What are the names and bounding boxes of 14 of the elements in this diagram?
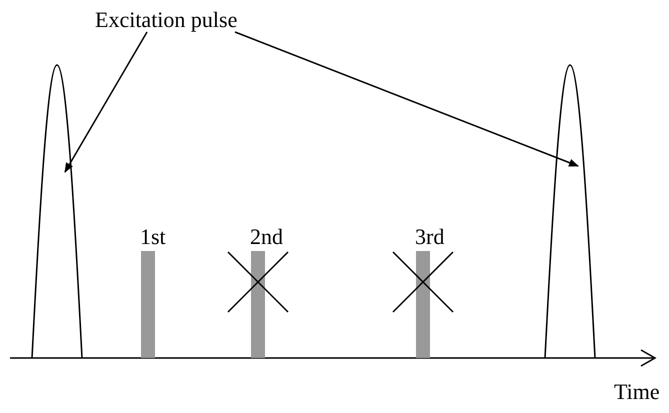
arrow bbox=[234, 31, 579, 167]
arrow bbox=[64, 32, 148, 173]
cross-mark bbox=[228, 252, 288, 312]
pulse-curve bbox=[30, 62, 84, 359]
pulse-curve bbox=[543, 62, 597, 359]
signal-bar bbox=[141, 251, 155, 358]
callout-text: Excitation pulse bbox=[95, 8, 238, 32]
bar-label: 1st bbox=[140, 225, 166, 249]
signal-bar bbox=[251, 251, 265, 358]
bar-label: 2nd bbox=[250, 225, 283, 249]
cross-mark bbox=[393, 252, 453, 312]
axis-label: Time bbox=[614, 380, 660, 404]
bar-label: 3rd bbox=[415, 225, 444, 249]
signal-bar bbox=[416, 251, 430, 358]
